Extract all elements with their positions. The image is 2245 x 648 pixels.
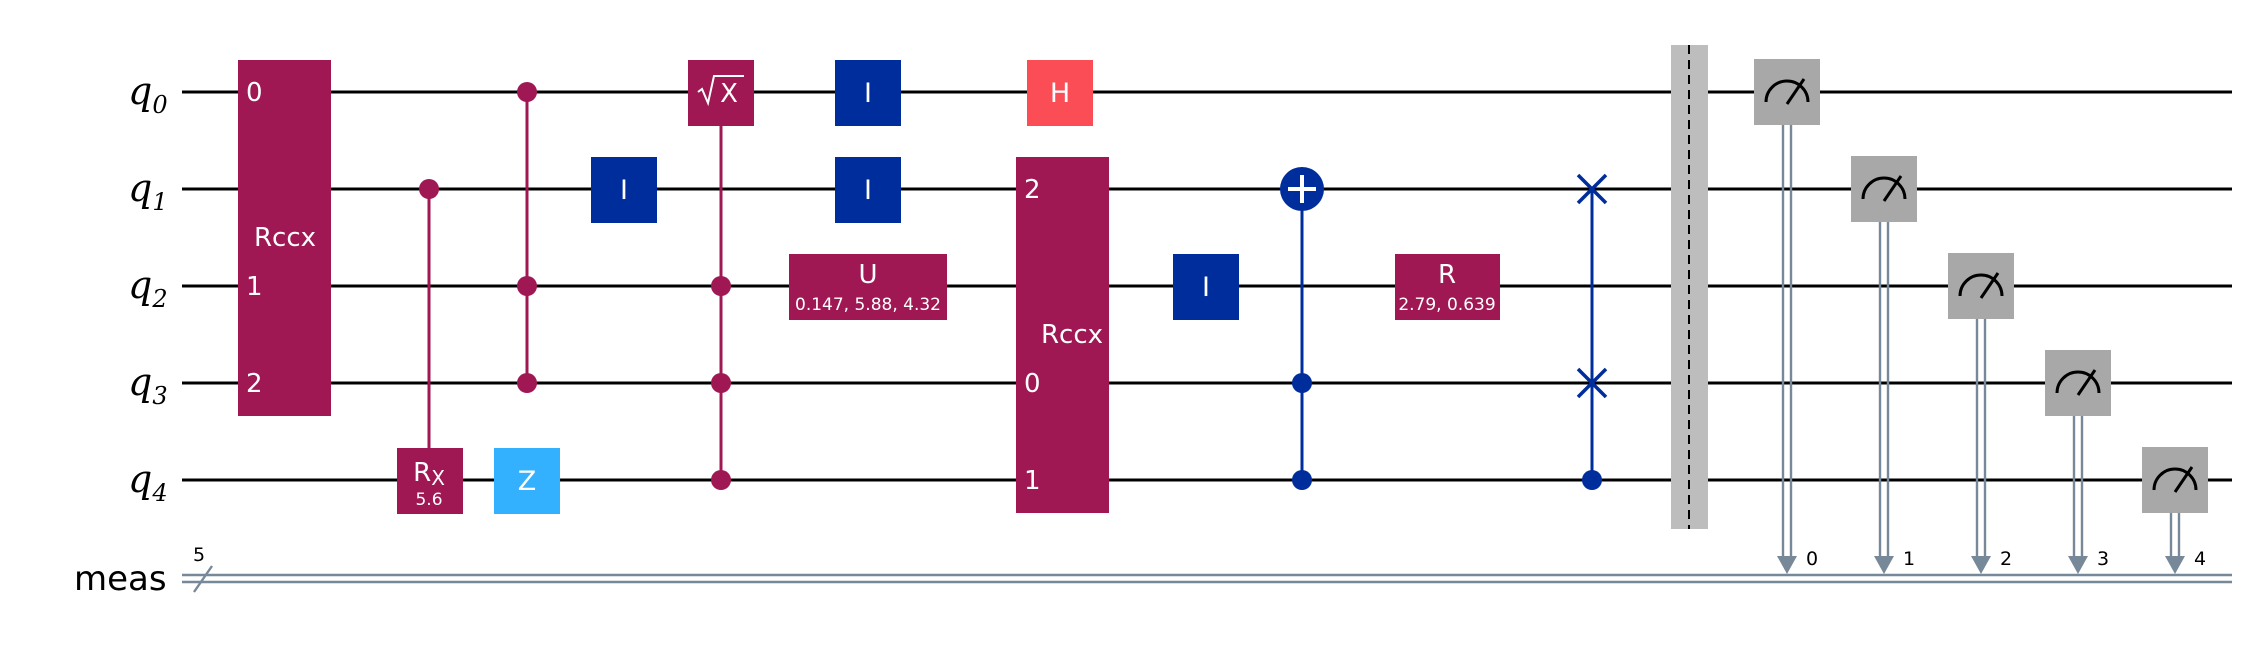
u-gate[interactable]: U 0.147, 5.88, 4.32 bbox=[789, 254, 947, 320]
qubit-label-0: q0 bbox=[128, 69, 168, 119]
svg-text:Rccx: Rccx bbox=[254, 223, 316, 253]
rccx-port: 2 bbox=[1024, 175, 1041, 205]
identity-gate-q0[interactable]: I bbox=[835, 60, 901, 126]
svg-text:Z: Z bbox=[518, 466, 537, 497]
qubit-label-2: q2 bbox=[128, 263, 168, 313]
measure-arrow bbox=[1971, 556, 1991, 574]
rccx-port: 1 bbox=[246, 272, 263, 302]
rccx-gate-2[interactable]: Rccx 2 0 1 bbox=[1016, 157, 1109, 513]
measure-arrow bbox=[1874, 556, 1894, 574]
bit-index-label: 2 bbox=[2000, 548, 2012, 570]
identity-gate-q2[interactable]: I bbox=[1173, 254, 1239, 320]
control-dot bbox=[517, 82, 537, 102]
svg-text:R: R bbox=[1438, 260, 1456, 290]
classical-label: meas bbox=[74, 559, 167, 599]
bit-index-label: 3 bbox=[2097, 548, 2109, 570]
qubit-label-3: q3 bbox=[128, 360, 168, 410]
control-dot bbox=[711, 373, 731, 393]
register-size: 5 bbox=[193, 544, 205, 566]
qubit-label-1: q1 bbox=[128, 166, 168, 216]
control-dot bbox=[1292, 470, 1312, 490]
meter-icon bbox=[1764, 78, 1810, 105]
rccx-port: 2 bbox=[246, 369, 263, 399]
control-dot bbox=[419, 179, 439, 199]
swap-cross-icon bbox=[1576, 173, 1608, 205]
rccx-port: 0 bbox=[246, 78, 263, 108]
measure-gate-1[interactable]: 1 bbox=[1851, 156, 1917, 574]
svg-text:I: I bbox=[620, 175, 628, 206]
meter-icon bbox=[2055, 369, 2101, 396]
control-dot bbox=[1292, 373, 1312, 393]
svg-text:Rccx: Rccx bbox=[1041, 320, 1103, 350]
multi-control-gate-1[interactable] bbox=[517, 82, 537, 393]
svg-text:RX: RX bbox=[413, 458, 445, 490]
svg-text:I: I bbox=[864, 78, 872, 109]
controlled-sx-gate[interactable]: X bbox=[688, 60, 754, 490]
svg-text:I: I bbox=[864, 175, 872, 206]
svg-text:2.79, 0.639: 2.79, 0.639 bbox=[1398, 295, 1495, 315]
swap-cross-icon bbox=[1576, 367, 1608, 399]
measure-gate-2[interactable]: 2 bbox=[1948, 253, 2014, 574]
control-dot bbox=[517, 276, 537, 296]
svg-text:I: I bbox=[1202, 272, 1210, 303]
identity-gate-q1-second[interactable]: I bbox=[835, 157, 901, 223]
controlled-swap-gate[interactable] bbox=[1576, 173, 1608, 490]
sx-label: X bbox=[720, 79, 738, 109]
measure-gate-0[interactable]: 0 bbox=[1754, 59, 1820, 574]
r-gate[interactable]: R 2.79, 0.639 bbox=[1395, 254, 1500, 320]
control-dot bbox=[711, 470, 731, 490]
control-dot bbox=[711, 276, 731, 296]
measure-gate-4[interactable]: 4 bbox=[2142, 447, 2208, 574]
measure-arrow bbox=[2068, 556, 2088, 574]
control-dot bbox=[517, 373, 537, 393]
bit-index-label: 1 bbox=[1903, 548, 1915, 570]
svg-text:H: H bbox=[1050, 78, 1070, 109]
controlled-rx-gate[interactable]: RX 5.6 bbox=[397, 179, 463, 514]
rccx-gate-1[interactable]: Rccx 0 1 2 bbox=[238, 60, 331, 416]
identity-gate-q1[interactable]: I bbox=[591, 157, 657, 223]
hadamard-gate[interactable]: H bbox=[1027, 60, 1093, 126]
meter-icon bbox=[1958, 272, 2004, 299]
register-slash bbox=[193, 565, 213, 593]
measure-gate-3[interactable]: 3 bbox=[2045, 350, 2111, 574]
svg-text:5.6: 5.6 bbox=[415, 490, 442, 510]
meter-icon bbox=[1861, 175, 1907, 202]
meter-icon bbox=[2152, 466, 2198, 493]
qubit-label-4: q4 bbox=[128, 457, 168, 507]
svg-text:0.147, 5.88, 4.32: 0.147, 5.88, 4.32 bbox=[795, 295, 941, 315]
rccx-port: 1 bbox=[1024, 466, 1041, 496]
toffoli-gate[interactable] bbox=[1280, 167, 1324, 490]
rccx-port: 0 bbox=[1024, 369, 1041, 399]
measure-arrow bbox=[2165, 556, 2185, 574]
z-gate[interactable]: Z bbox=[494, 448, 560, 514]
bit-index-label: 0 bbox=[1806, 548, 1818, 570]
svg-text:U: U bbox=[858, 260, 877, 290]
classical-wire bbox=[182, 573, 2232, 584]
measure-arrow bbox=[1777, 556, 1797, 574]
bit-index-label: 4 bbox=[2194, 548, 2206, 570]
control-dot bbox=[1582, 470, 1602, 490]
barrier bbox=[1671, 45, 1708, 529]
